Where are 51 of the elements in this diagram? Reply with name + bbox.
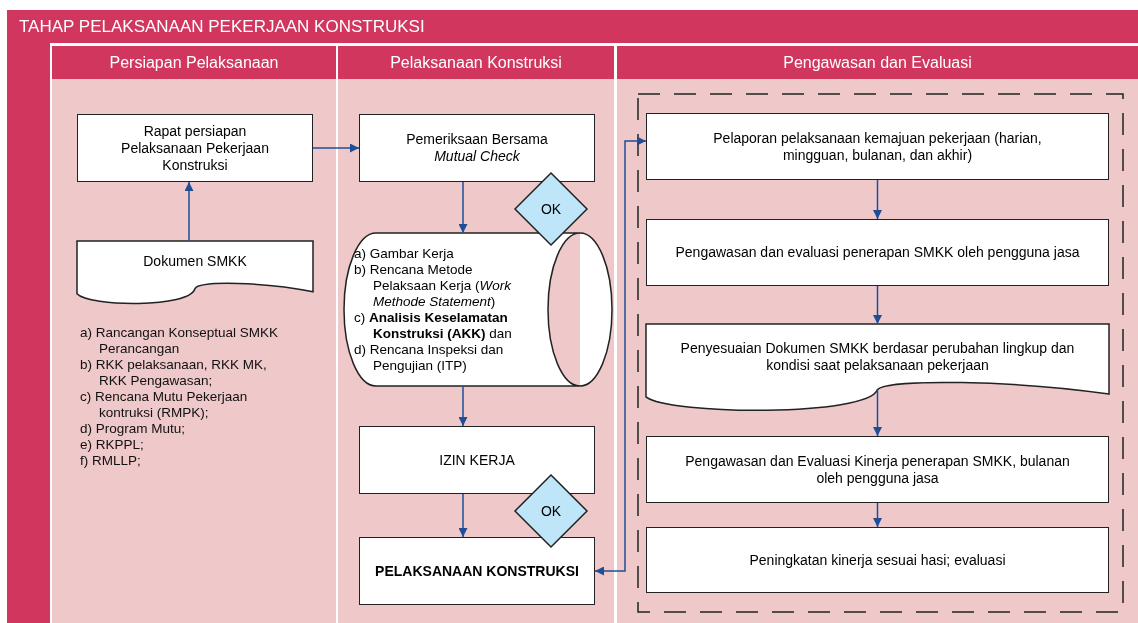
list-item: d) Rencana Inspeksi dan Pengujian (ITP) [354,341,505,374]
box-text: Rapat persiapan Pelaksanaan Pekerjaan Konstruksi [120,122,270,174]
box-text: Penyesuaian Dokumen SMKK berdasar perubahan lingkup dan kondisi saat pelaksanaan pekerjaan [679,340,1076,375]
arrow [184,181,194,242]
box-text: Pemeriksaan Bersama [406,131,548,148]
box-text: Pengawasan dan evaluasi penerapan SMKK oleh pengguna jasa [675,244,1080,261]
arrow [873,179,882,220]
arrow [873,502,882,528]
document-shape [77,241,313,307]
decision-label: OK [540,200,562,218]
decision-diamond [515,475,587,547]
decision-diamond [515,173,587,245]
list-item: e) RKPPL; [80,437,145,453]
box-text: Mutual Check [434,148,520,165]
process-box [359,426,595,494]
decision-label: OK [540,502,562,520]
box-text: Dokumen SMKK [143,252,247,270]
box-text: Pelaporan pelaksanaan kemajuan pekerjaan (harian, mingguan, bulanan, dan akhir) [712,129,1043,164]
arrow [312,143,360,153]
list-item: d) Program Mutu; [80,421,187,437]
box-text: PELAKSANAAN KONSTRUKSI [375,562,579,580]
process-box [646,113,1109,180]
box-text: IZIN KERJA [439,451,515,469]
process-box [646,527,1109,593]
arrow [458,493,468,538]
box-text: Pengawasan dan Evaluasi Kinerja penerapan SMKK, bulanan oleh pengguna jasa [684,452,1071,487]
swimlane [338,46,614,623]
lane-header: Pengawasan dan Evaluasi [617,46,1138,79]
process-box [77,114,313,182]
arrow [873,285,882,325]
title-bar: TAHAP PELAKSANAAN PEKERJAAN KONSTRUKSI [7,10,1138,43]
process-box [646,436,1109,503]
lane-header: Persiapan Pelaksanaan [52,46,336,79]
list-item: b) RKK pelaksanaan, RKK MK, RKK Pengawasan; [80,357,268,389]
process-box [359,114,595,182]
swimlane [617,46,1138,623]
list-item: f) RMLLP; [80,453,142,469]
process-box [646,219,1109,286]
lane-header: Pelaksanaan Konstruksi [338,46,614,79]
list-item: a) Gambar Kerja [354,245,454,262]
process-box [359,537,595,605]
swimlane [52,46,336,623]
list-item: b) Rencana Metode Pelaksaan Kerja (Work Methode Statement) [354,261,513,310]
dashed-group-box [637,93,1124,613]
list-item: c) Rencana Mutu Pekerjaan kontruksi (RMPK); [80,389,249,421]
box-text: Peningkatan kinerja sesuai hasi; evaluasi [749,551,1006,569]
arrow [458,385,468,427]
arrow [873,388,882,437]
arrow [458,181,468,234]
database-cylinder [344,233,612,386]
arrow [594,136,647,576]
